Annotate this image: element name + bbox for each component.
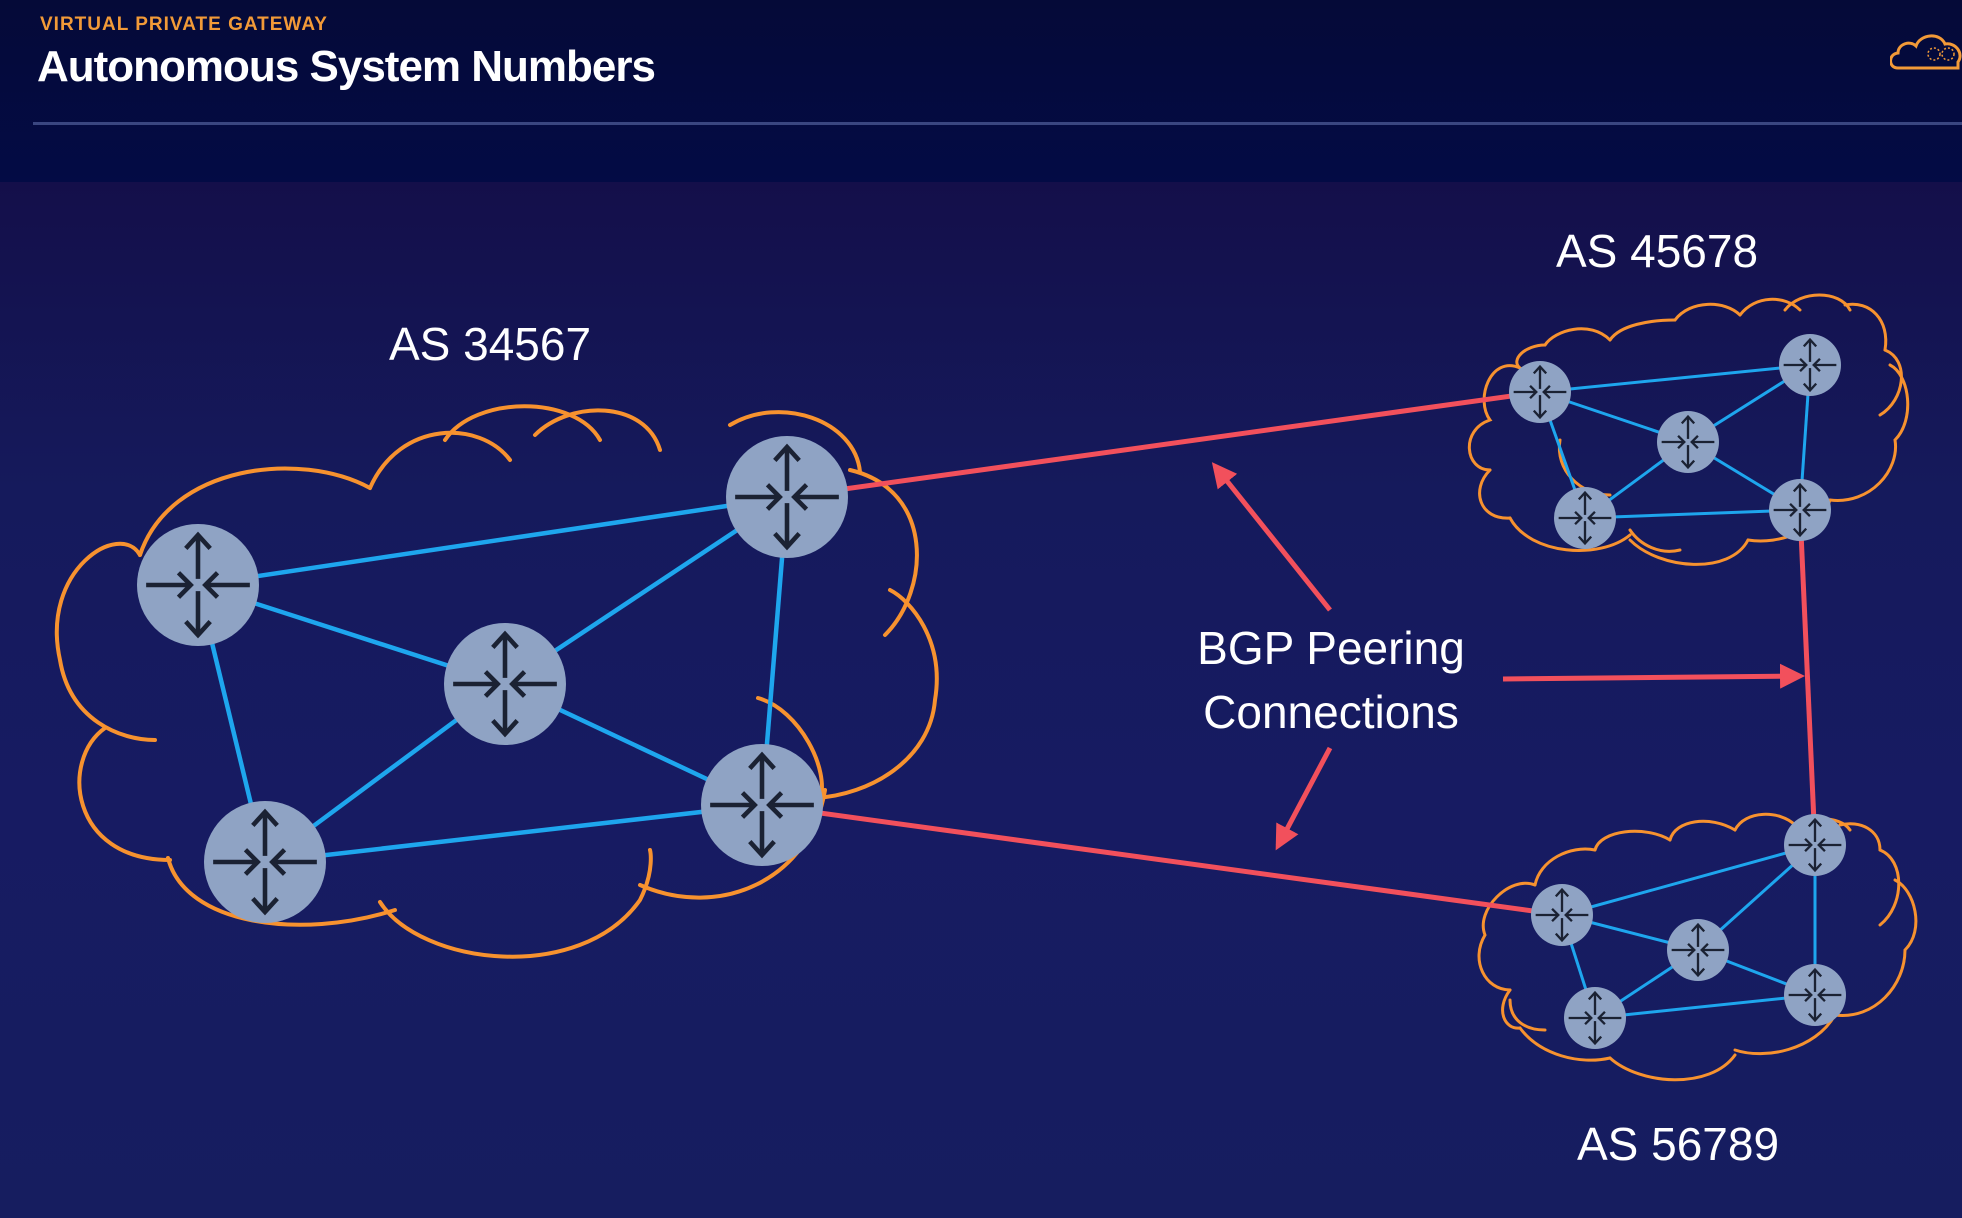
router-icon (204, 801, 326, 923)
bgp-annotation-arrows (1211, 462, 1805, 851)
as-label-34567: AS 34567 (389, 318, 591, 370)
header-band (0, 0, 1962, 182)
router-icon (444, 623, 566, 745)
cloud-as-56789 (1477, 812, 1918, 1082)
bgp-link-45678-56789 (1797, 509, 1818, 846)
router-icon (701, 744, 823, 866)
router-icon (1562, 985, 1628, 1051)
arrow-down-left (1275, 746, 1333, 851)
page-title: Autonomous System Numbers (37, 42, 656, 91)
routers-as-34567 (137, 436, 848, 923)
arrow-up-left (1211, 462, 1332, 612)
router-icon (1529, 882, 1595, 948)
router-icon (1767, 477, 1833, 543)
bgp-peering-links (761, 389, 1818, 918)
router-icon (137, 524, 259, 646)
slide-content-area (0, 182, 1962, 1218)
router-icon (1507, 359, 1573, 425)
router-icon (1655, 409, 1721, 475)
cloud-logo-icon (1890, 34, 1962, 70)
router-icon (1782, 962, 1848, 1028)
cloud-as-34567 (54, 404, 939, 959)
header-divider (33, 122, 1962, 125)
router-icon (1777, 332, 1843, 398)
bgp-link-34567-56789 (761, 802, 1563, 918)
router-icon (726, 436, 848, 558)
arrow-right (1502, 663, 1805, 689)
bgp-label-line1: BGP Peering (1197, 622, 1465, 674)
router-icon (1782, 812, 1848, 878)
router-icon (1665, 917, 1731, 983)
bgp-link-34567-45678 (786, 389, 1541, 500)
router-icon (1552, 485, 1618, 551)
section-kicker: VIRTUAL PRIVATE GATEWAY (40, 14, 328, 35)
bgp-label-line2: Connections (1203, 686, 1459, 738)
as-label-56789: AS 56789 (1577, 1118, 1779, 1170)
as-label-45678: AS 45678 (1556, 225, 1758, 277)
